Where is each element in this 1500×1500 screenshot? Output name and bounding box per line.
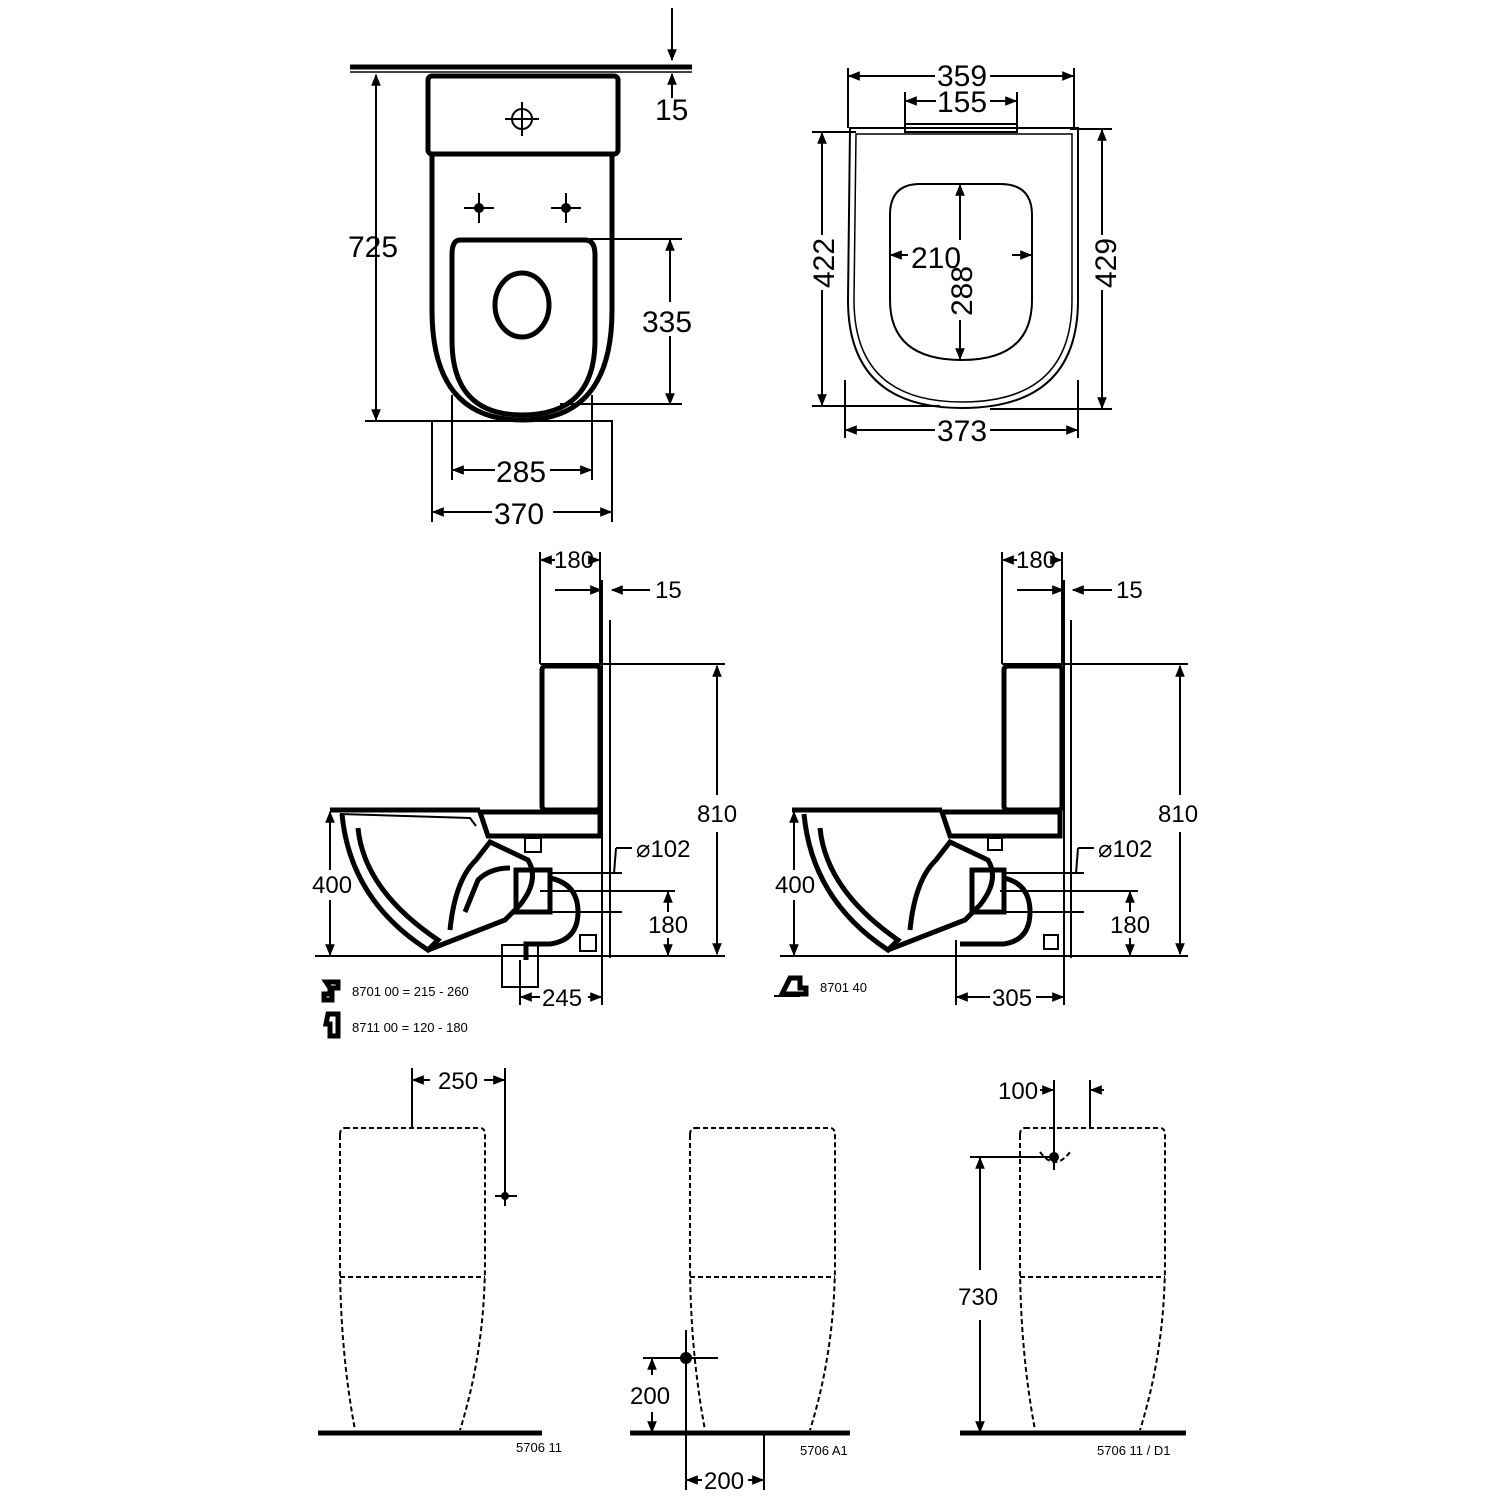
side-view-right: 180 15 810 ⌀102 180 400 305 8701 40 (774, 547, 1198, 1012)
dim-rear-b-height: 200 (630, 1383, 670, 1410)
code-rear-1: 5706 11 (516, 1440, 562, 1455)
rear-view-5706-11: 250 5706 11 (318, 1068, 562, 1455)
seat-outline (449, 237, 598, 418)
dim-wall-gap: 15 (655, 577, 682, 604)
code-rear-2: 5706 A1 (800, 1443, 848, 1458)
hinge-plate (904, 123, 1018, 133)
dim-rim-height: 400 (775, 872, 815, 899)
rear-outline (1019, 1127, 1166, 1431)
dim-outlet-height: 180 (1110, 912, 1150, 939)
dim-opening-width: 210 (911, 242, 961, 275)
dim-outlet-diameter: ⌀102 (636, 836, 691, 863)
seat-plan-view: 359 155 210 288 422 429 373 (808, 60, 1123, 448)
bowl-section (801, 813, 902, 954)
top-plan-view: 15 725 335 285 370 (348, 8, 706, 531)
side-view-left: 180 15 810 ⌀102 180 400 245 8701 00 = 21… (312, 547, 737, 1039)
dim-outlet-distance: 245 (542, 985, 582, 1012)
bowl-section (339, 813, 442, 954)
cistern-section (539, 663, 603, 813)
cistern-outline (425, 73, 621, 157)
seat-outer-outline (846, 127, 1079, 410)
dim-hinge-spacing: 155 (937, 86, 987, 119)
trap-p-icon (321, 979, 341, 1003)
dim-seat-depth: 335 (642, 306, 692, 339)
code-trap-1: 8701 00 = 215 - 260 (352, 984, 469, 999)
dim-outer-width: 359 (937, 60, 987, 93)
dim-wall-gap: 15 (1116, 577, 1143, 604)
trap-s-icon (322, 1011, 341, 1039)
code-trap-3: 8701 40 (820, 980, 867, 995)
fixing-point-right (551, 193, 581, 223)
dim-total-height: 810 (697, 801, 737, 828)
dim-wall-clearance: 15 (655, 94, 688, 127)
dim-tank-depth: 180 (1016, 547, 1056, 574)
dim-outlet-distance: 305 (992, 985, 1032, 1012)
dim-overall-depth: 725 (348, 231, 398, 264)
rear-view-5706-11-D1: 100 730 5706 11 / D1 (958, 1078, 1186, 1458)
trap-horizontal-icon (777, 975, 809, 997)
rear-view-5706-A1: 200 200 5706 A1 (630, 1127, 850, 1495)
dim-bowl-width: 285 (496, 456, 546, 489)
code-trap-2: 8711 00 = 120 - 180 (352, 1020, 468, 1035)
dim-rear-c-height: 730 (958, 1284, 998, 1311)
dim-seat-width: 373 (937, 415, 987, 448)
dim-tank-depth: 180 (554, 547, 594, 574)
fixing-point-left (464, 193, 494, 223)
rear-outline (339, 1127, 486, 1431)
dim-tank-width: 370 (494, 498, 544, 531)
dim-total-height: 810 (1158, 801, 1198, 828)
code-rear-3: 5706 11 / D1 (1097, 1443, 1170, 1458)
dim-rear-a: 250 (438, 1068, 478, 1095)
seat-opening (492, 270, 552, 340)
dim-opening-length: 288 (946, 266, 979, 316)
rear-outline (689, 1127, 836, 1431)
dim-outlet-height: 180 (648, 912, 688, 939)
flush-button-symbol (505, 102, 539, 136)
dim-rim-height: 400 (312, 872, 352, 899)
dim-outlet-diameter: ⌀102 (1098, 836, 1153, 863)
cistern-section (1001, 663, 1065, 813)
dim-rear-b-offset: 200 (704, 1468, 744, 1495)
dim-rear-c-offset: 100 (998, 1078, 1038, 1105)
dim-seat-length-right: 429 (1090, 238, 1123, 288)
dim-seat-length-left: 422 (808, 238, 841, 288)
